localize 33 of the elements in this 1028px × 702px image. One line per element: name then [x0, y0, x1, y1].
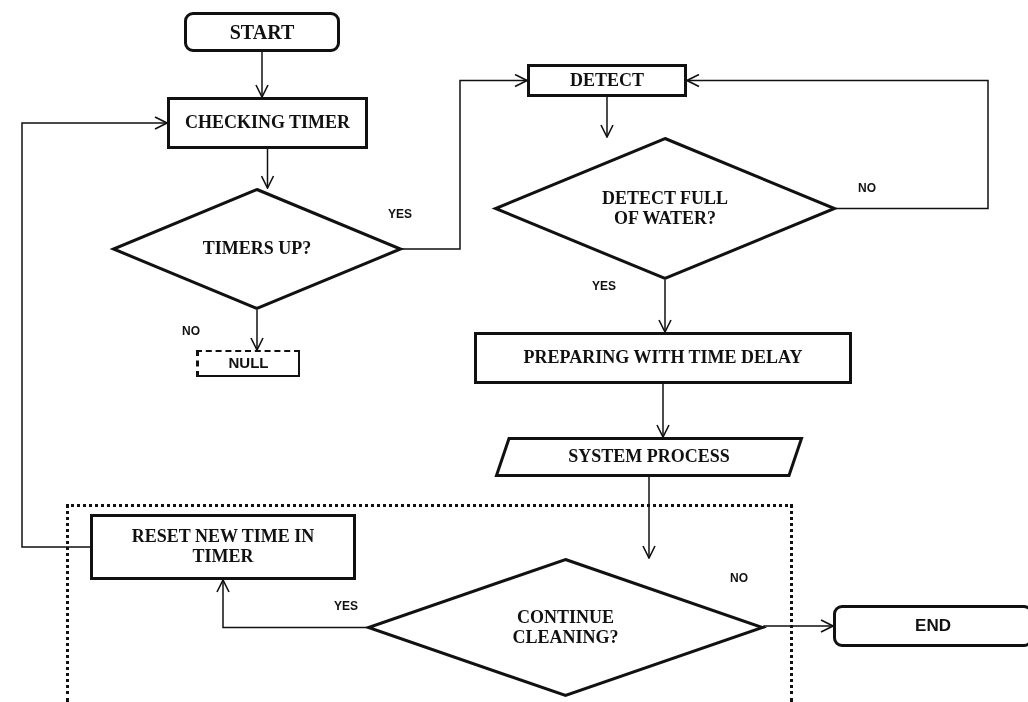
node-label: DETECT — [570, 70, 644, 91]
node-label: NULL — [228, 355, 269, 372]
decision-diamond — [367, 558, 764, 697]
process-box — [527, 64, 687, 97]
decision-diamond — [494, 137, 836, 280]
node-label: PREPARING WITH TIME DELAY — [523, 348, 803, 368]
terminal-box — [184, 12, 340, 52]
arrow — [255, 51, 269, 98]
arrow — [642, 476, 656, 559]
node-label: START — [229, 21, 295, 43]
process-box — [167, 97, 368, 149]
arrow — [763, 619, 834, 633]
arrow — [686, 73, 989, 210]
node-label: END — [915, 616, 951, 636]
arrow — [656, 383, 670, 438]
arrow — [600, 96, 614, 138]
arrow — [250, 309, 264, 351]
process-box — [474, 332, 852, 384]
node-label: CHECKING TIMER — [184, 113, 351, 133]
arrow — [21, 116, 168, 548]
node-label: CONTINUE CLEANING? — [511, 607, 620, 648]
terminal-box — [833, 605, 1028, 647]
process-box — [196, 350, 300, 377]
node-label: TIMERS UP? — [202, 239, 312, 259]
process-box — [90, 514, 356, 580]
data-parallelogram — [495, 437, 803, 477]
node-label: RESET NEW TIME IN TIMER — [130, 527, 316, 567]
dotted-region — [66, 504, 793, 702]
arrow — [401, 73, 528, 250]
arrow — [658, 279, 672, 333]
node-label: SYSTEM PROCESS — [568, 447, 730, 467]
node-label: DETECT FULL OF WATER? — [600, 188, 730, 229]
arrow — [260, 148, 275, 189]
